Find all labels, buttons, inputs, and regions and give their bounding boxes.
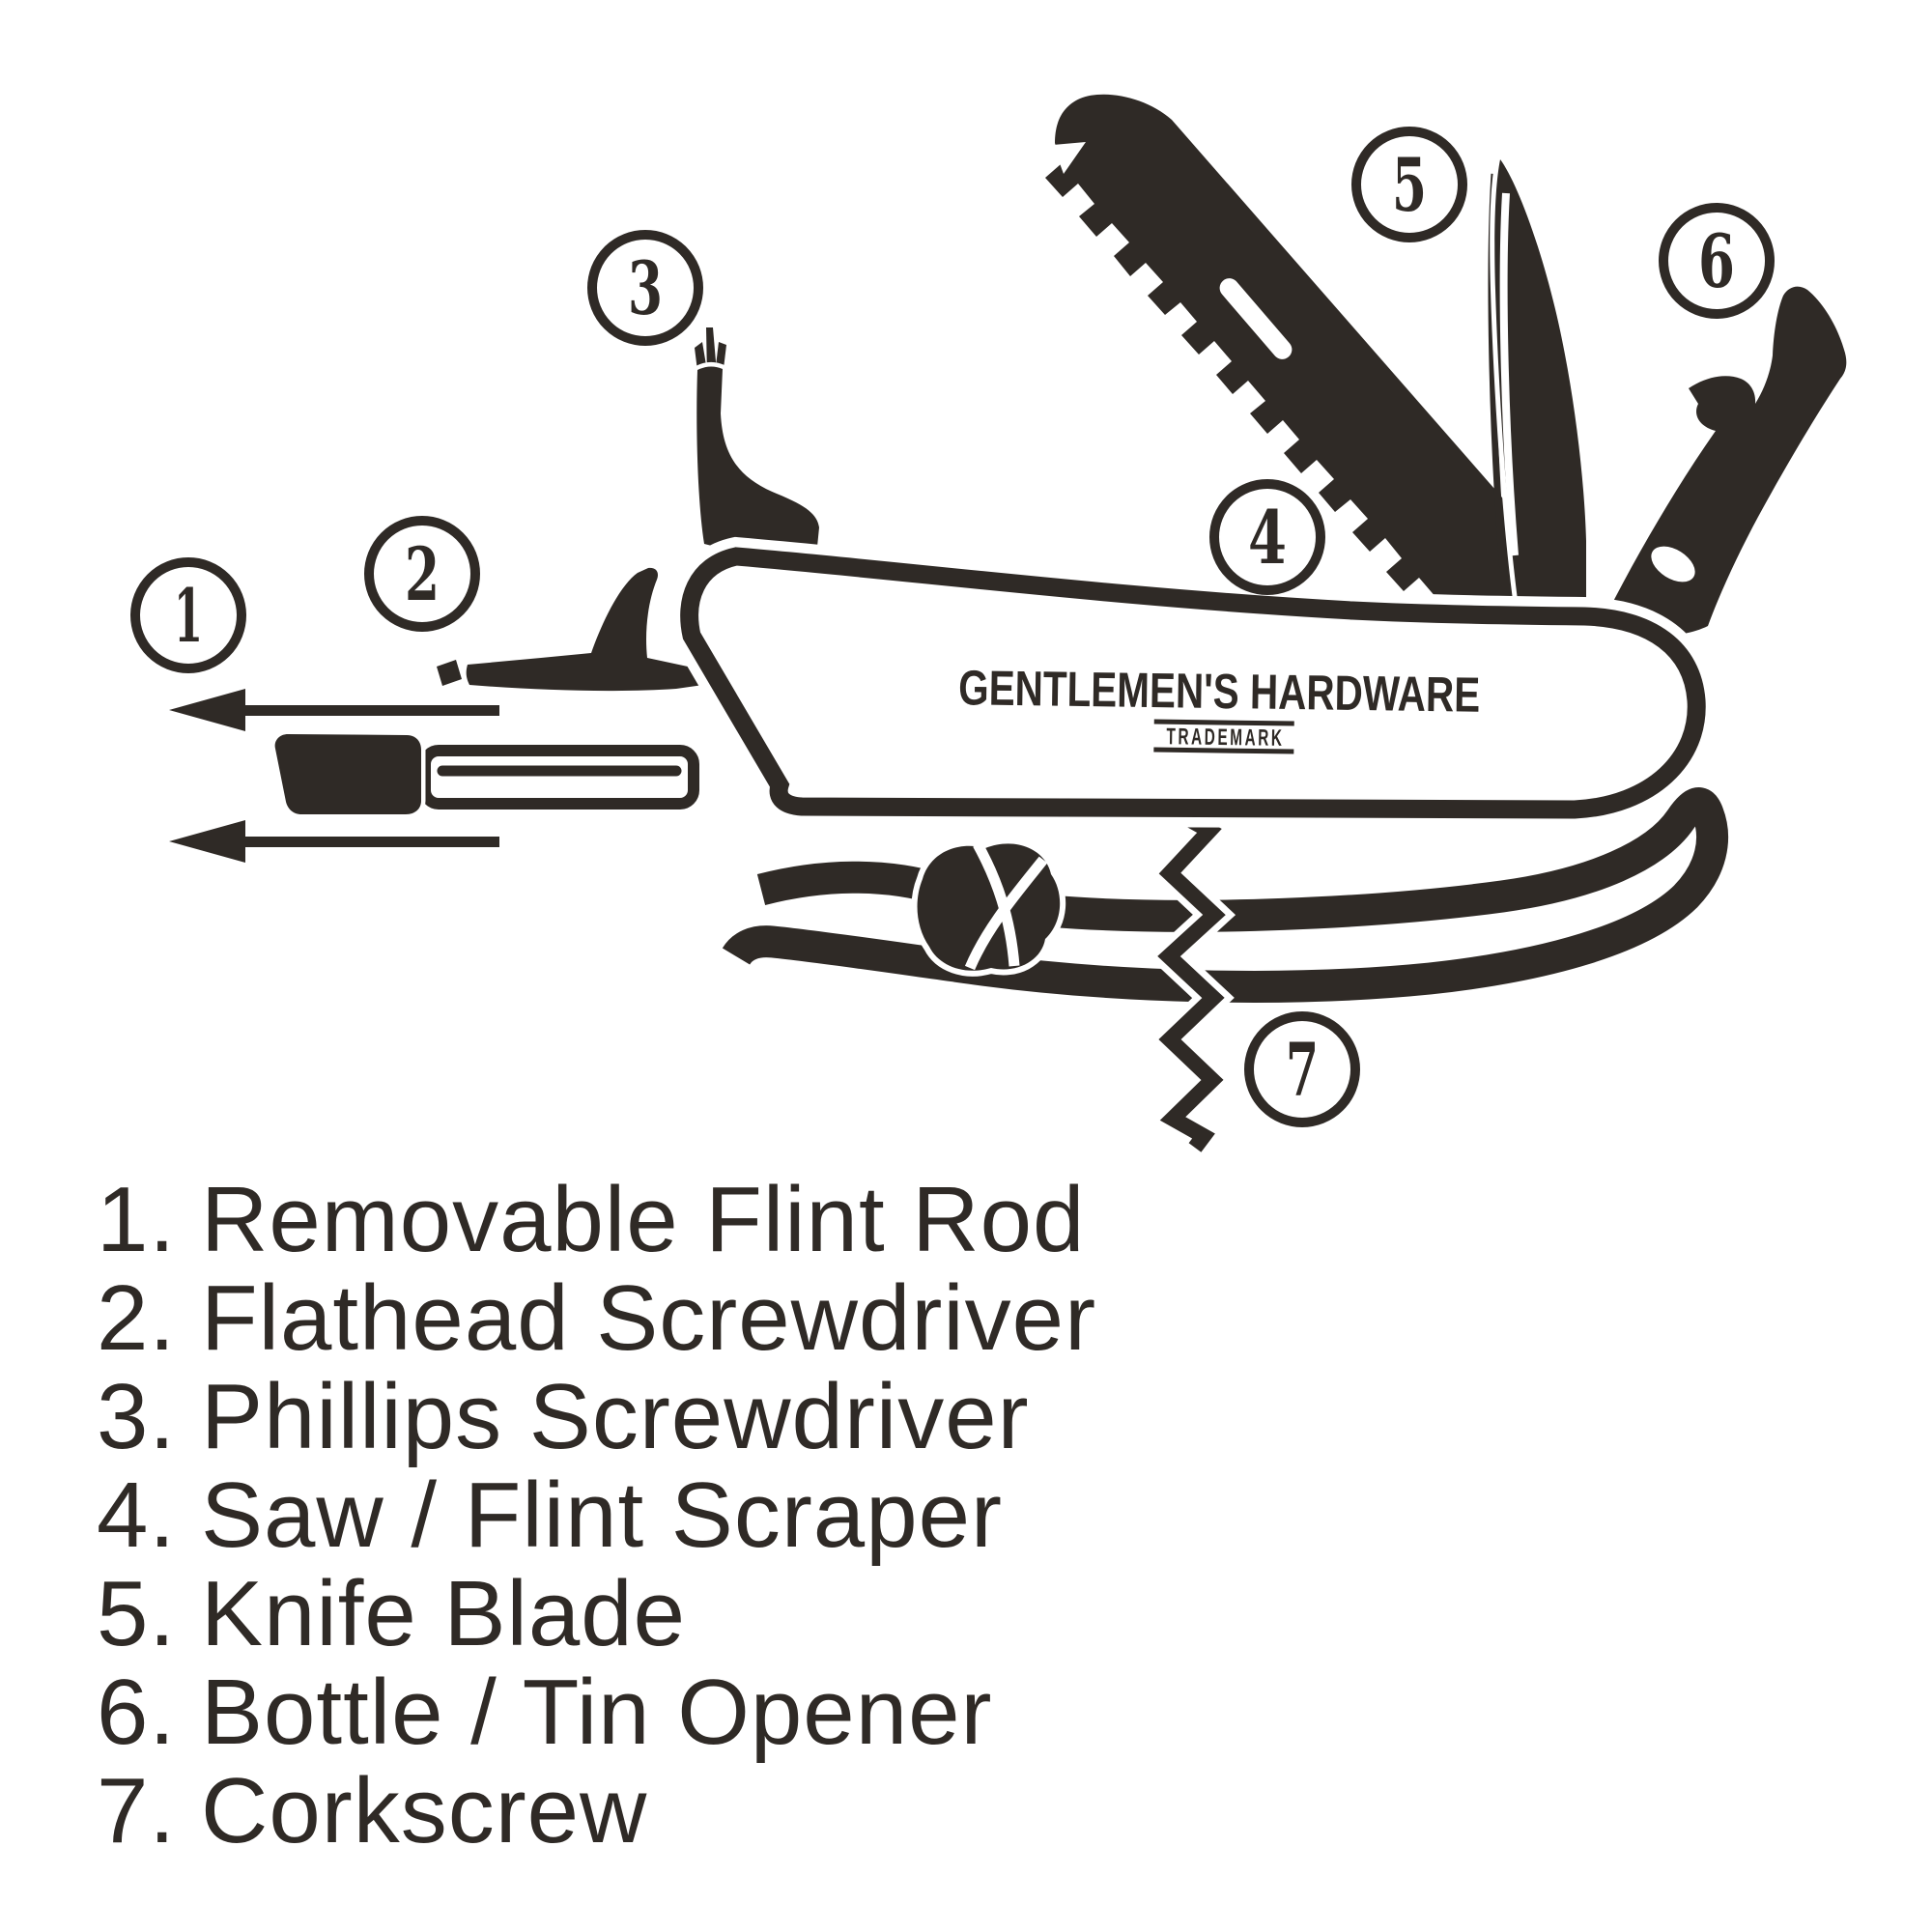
saw-notch <box>1053 142 1086 174</box>
legend-item-saw: 4.Saw / Flint Scraper <box>75 1466 1096 1565</box>
legend-label: Phillips Screwdriver <box>201 1365 1030 1468</box>
callout-3: 3 <box>587 230 703 346</box>
callout-7: 7 <box>1244 1011 1360 1127</box>
legend-item-knife-blade: 5.Knife Blade <box>75 1565 1096 1663</box>
legend-label: Corkscrew <box>201 1759 648 1862</box>
trademark-overline <box>1153 719 1294 726</box>
tool-knife-blade-icon <box>1488 148 1591 612</box>
trademark-underline <box>1153 747 1294 754</box>
lanyard-rope-icon <box>722 787 1729 1003</box>
brand-name: GENTLEMEN'S HARDWARE <box>958 660 1481 723</box>
callout-1: 1 <box>130 557 246 673</box>
legend-list: 1.Removable Flint Rod 2.Flathead Screwdr… <box>75 1171 1096 1861</box>
callout-4: 4 <box>1209 479 1325 595</box>
legend-number: 6. <box>97 1661 177 1764</box>
callout-5: 5 <box>1351 127 1467 242</box>
legend-item-bottle-opener: 6.Bottle / Tin Opener <box>75 1663 1096 1762</box>
tool-bottle-opener-icon <box>1592 281 1852 642</box>
tool-corkscrew-icon <box>1147 804 1236 1156</box>
legend-item-flathead: 2.Flathead Screwdriver <box>75 1269 1096 1368</box>
callout-4-number: 4 <box>1248 495 1287 581</box>
callout-7-number: 7 <box>1286 1027 1319 1113</box>
rope-knot-icon <box>911 838 1066 977</box>
legend-label: Flathead Screwdriver <box>201 1266 1097 1370</box>
pull-arrow-top-icon <box>169 689 499 731</box>
tool-flint-rod-icon <box>169 689 699 863</box>
callout-2-number: 2 <box>405 531 440 617</box>
legend-number: 5. <box>97 1562 177 1665</box>
legend-number: 1. <box>97 1168 177 1271</box>
trademark-label: TRADEMARK <box>1166 724 1284 752</box>
saw-slot <box>1219 278 1293 359</box>
legend-number: 4. <box>97 1463 177 1567</box>
opener-hole <box>1651 546 1695 582</box>
callout-5-number: 5 <box>1392 142 1427 228</box>
callout-1-number: 1 <box>174 573 203 659</box>
legend-number: 7. <box>97 1759 177 1862</box>
callout-3-number: 3 <box>628 245 663 331</box>
pull-arrow-bottom-icon <box>169 820 499 863</box>
legend-label: Saw / Flint Scraper <box>201 1463 1003 1567</box>
legend-item-phillips: 3.Phillips Screwdriver <box>75 1368 1096 1466</box>
callout-6: 6 <box>1659 203 1775 319</box>
legend-label: Removable Flint Rod <box>201 1168 1086 1271</box>
legend-item-corkscrew: 7.Corkscrew <box>75 1762 1096 1861</box>
tool-saw-icon <box>1038 90 1590 632</box>
legend-item-flint-rod: 1.Removable Flint Rod <box>75 1171 1096 1269</box>
brand-lockup: GENTLEMEN'S HARDWARE TRADEMARK <box>958 660 1481 754</box>
legend-number: 2. <box>97 1266 177 1370</box>
legend-label: Bottle / Tin Opener <box>201 1661 993 1764</box>
callout-6-number: 6 <box>1698 218 1735 304</box>
tool-phillips-screwdriver-icon <box>692 327 824 556</box>
callout-2: 2 <box>364 516 480 632</box>
knife-body: GENTLEMEN'S HARDWARE TRADEMARK <box>669 536 1717 830</box>
legend-number: 3. <box>97 1365 177 1468</box>
legend-label: Knife Blade <box>201 1562 687 1665</box>
